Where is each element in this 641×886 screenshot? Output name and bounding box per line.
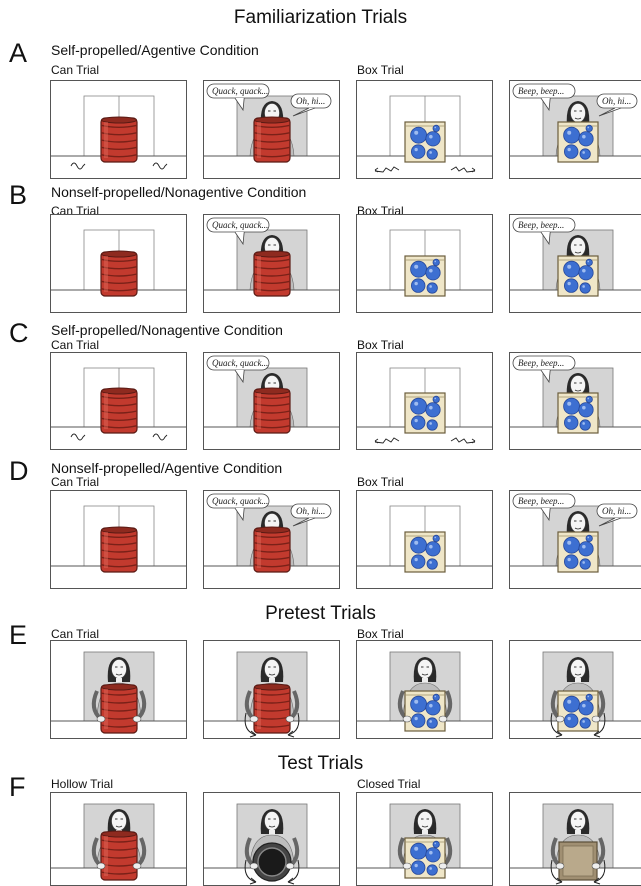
- panel: Quack, quack...: [203, 214, 340, 313]
- panel: Quack, quack...: [203, 352, 340, 450]
- panel: [356, 80, 493, 179]
- row-letter: B: [9, 180, 28, 210]
- speech-bubble-text: Beep, beep...: [518, 86, 564, 96]
- speech-bubble-text: Oh, hi...: [602, 96, 631, 106]
- panel: [50, 792, 187, 886]
- panel: Beep, beep...: [509, 352, 641, 450]
- speech-bubble-text: Beep, beep...: [518, 220, 564, 230]
- speech-bubble-text: Quack, quack...: [212, 496, 268, 506]
- panel: [356, 490, 493, 589]
- speech-bubble-text: Quack, quack...: [212, 86, 268, 96]
- speech-bubble-text: Quack, quack...: [212, 220, 268, 230]
- speech-bubble-text: Quack, quack...: [212, 358, 268, 368]
- condition-label: Self-propelled/Nonagentive Condition: [51, 322, 283, 338]
- section-title-test: Test Trials: [277, 753, 364, 774]
- trial-label-right: Box Trial: [357, 475, 404, 489]
- trial-label-left: Can Trial: [51, 627, 100, 641]
- panel: [356, 640, 493, 739]
- condition-label: Self-propelled/Agentive Condition: [51, 42, 259, 58]
- panel: [356, 352, 493, 450]
- panel: [509, 640, 641, 739]
- trial-label-left: Can Trial: [51, 63, 100, 77]
- panel: [50, 352, 187, 450]
- panel: [50, 640, 187, 739]
- row-letter: C: [9, 318, 29, 348]
- section-title-pretest: Pretest Trials: [265, 603, 376, 624]
- trial-label-right: Box Trial: [357, 338, 404, 352]
- speech-bubble-text: Beep, beep...: [518, 496, 564, 506]
- panel: [509, 792, 641, 886]
- panel: Quack, quack... Oh, hi...: [203, 490, 340, 589]
- panel: [203, 792, 340, 886]
- row-letter: E: [9, 620, 28, 650]
- condition-label: Nonself-propelled/Agentive Condition: [51, 460, 283, 476]
- panel: [50, 490, 187, 589]
- section-title-familiarization: Familiarization Trials: [233, 7, 408, 28]
- panel: Beep, beep... Oh, hi...: [509, 80, 641, 179]
- panel: Quack, quack... Oh, hi...: [203, 80, 340, 179]
- panel: [50, 214, 187, 313]
- panel: Beep, beep...: [509, 214, 641, 313]
- panel: [356, 792, 493, 886]
- panel: [356, 214, 493, 313]
- speech-bubble-text: Oh, hi...: [296, 506, 325, 516]
- trial-label-left: Hollow Trial: [51, 777, 114, 791]
- trial-label-right: Box Trial: [357, 63, 404, 77]
- trial-label-left: Can Trial: [51, 475, 100, 489]
- row-letter: D: [9, 456, 29, 486]
- trial-label-right: Box Trial: [357, 627, 404, 641]
- condition-label: Nonself-propelled/Nonagentive Condition: [51, 184, 307, 200]
- speech-bubble-text: Beep, beep...: [518, 358, 564, 368]
- panel: [203, 640, 340, 739]
- speech-bubble-text: Oh, hi...: [296, 96, 325, 106]
- panel: [50, 80, 187, 179]
- row-letter: F: [9, 772, 26, 802]
- trial-label-left: Can Trial: [51, 338, 100, 352]
- panel: Beep, beep... Oh, hi...: [509, 490, 641, 589]
- trial-label-right: Closed Trial: [357, 777, 421, 791]
- speech-bubble-text: Oh, hi...: [602, 506, 631, 516]
- row-letter: A: [9, 38, 28, 68]
